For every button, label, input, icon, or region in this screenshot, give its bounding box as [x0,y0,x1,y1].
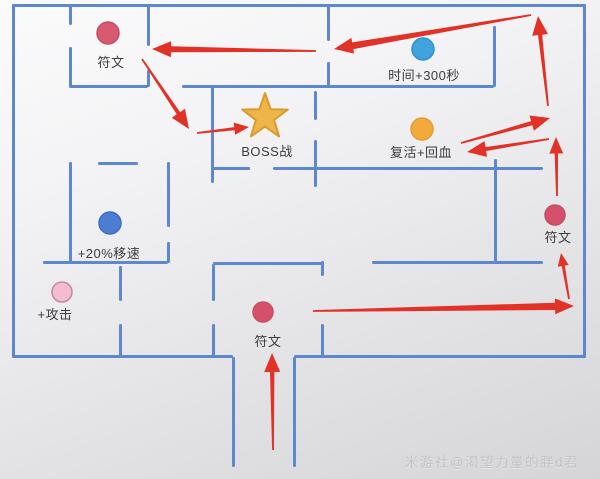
maze-wall [98,162,138,165]
maze-wall [167,162,170,227]
move-speed-marker [98,211,122,235]
maze-wall [69,47,72,87]
rune-top-left-marker [96,21,120,45]
arrow-up-to-rune-right [557,253,570,300]
maze-wall [43,261,168,264]
maze-wall [147,70,150,87]
arrow-bottom-long-right [313,298,574,315]
maze-wall [583,4,586,358]
maze-wall [13,355,233,358]
arrow-rune-down-to-corridor [141,58,189,129]
revive-heal-label: 复活+回血 [389,145,453,160]
arrow-revive-to-corner [460,115,550,144]
attack-bonus-marker [51,281,73,303]
maze-wall [293,357,296,467]
maze-wall [69,162,72,263]
boss-fight-label: BOSS战 [241,144,293,159]
rune-top-left-label: 符文 [97,55,125,70]
maze-wall [212,324,215,357]
maze-wall [212,264,215,301]
rune-bottom-label: 符文 [254,334,282,349]
time-bonus-label: 时间+300秒 [388,68,460,83]
maze-wall [493,26,496,87]
attack-bonus-label: +攻击 [37,307,73,322]
move-speed-label: +20%移速 [77,246,141,261]
rune-right-label: 符文 [544,230,572,245]
maze-wall [294,355,586,358]
maze-wall [321,261,324,276]
maze-wall [327,4,330,41]
arrow-rune-right-up [549,137,564,196]
maze-wall [211,87,214,183]
arrow-right-corridor-up [532,16,549,107]
maze-wall [372,261,543,264]
rune-right-marker [544,204,566,226]
maze-wall [12,4,586,7]
maze-wall [314,140,317,187]
maze-wall [69,4,72,25]
arrow-to-rune-top-left [152,41,316,58]
watermark: 米游社@渴望力量的胖d君 [404,455,579,470]
maze-wall [147,4,150,46]
maze-wall [321,324,324,357]
time-bonus-marker [411,37,435,61]
maze-wall [327,62,330,88]
maze-wall [213,262,322,265]
maze-wall [182,85,494,88]
arrow-to-boss [196,122,249,135]
revive-heal-marker [410,117,434,141]
maze-wall [12,4,15,358]
maze-wall [273,167,543,170]
maze-wall [314,91,317,120]
maze-wall [167,242,170,263]
boss-star-icon [241,92,289,138]
maze-wall [69,85,148,88]
maze-wall [119,324,122,357]
maze-wall [119,266,122,301]
maze-wall [232,357,235,467]
maze-wall [494,159,497,263]
rune-bottom-marker [252,301,274,323]
arrow-corridor-to-rune-bottom [264,353,281,450]
arrow-to-revive [467,138,550,157]
arrow-top-to-time-door [334,14,532,54]
maze-wall [213,167,250,170]
